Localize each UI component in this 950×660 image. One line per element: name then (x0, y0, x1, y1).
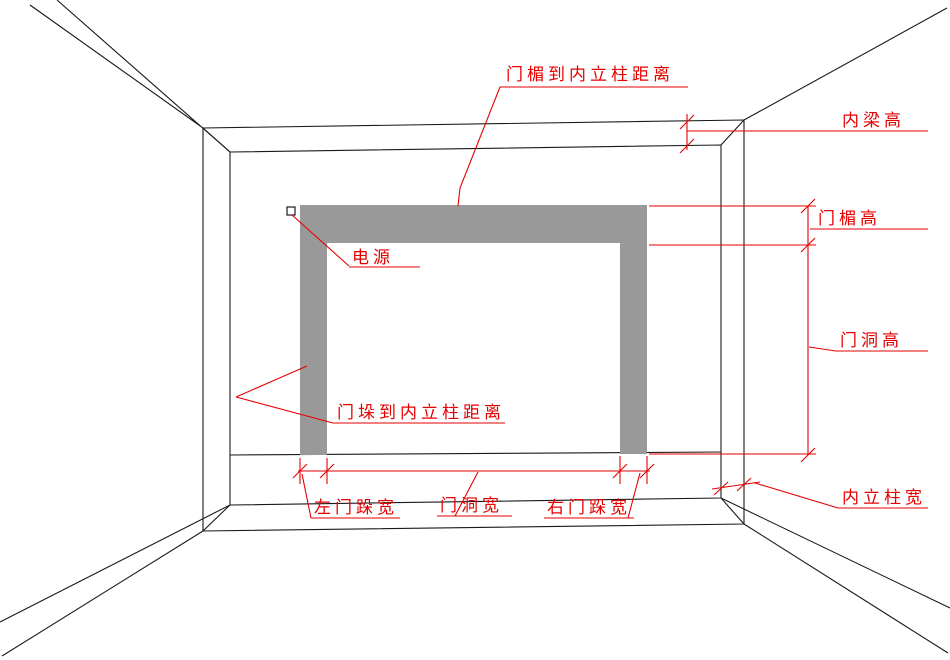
dimension-lines (235, 86, 928, 519)
door-frame (300, 205, 647, 455)
right-pier-width-leader (544, 472, 641, 519)
label-inner-beam-height: 内梁高 (842, 111, 905, 131)
bottom-width-dimension-chain (292, 456, 655, 484)
door-opening-height-dimension (649, 206, 928, 463)
label-lintel-to-inner-column-distance: 门楣到内立柱距离 (506, 65, 674, 85)
label-door-opening-height: 门洞高 (840, 331, 903, 351)
pier-to-column-leader-line (235, 365, 505, 424)
dimension-labels: 门楣到内立柱距离 内梁高 门楣高 门洞高 电源 门垛到内立柱距离 左门跺宽 门洞… (314, 65, 926, 518)
label-right-door-pier-width: 右门跺宽 (547, 498, 631, 518)
label-pier-to-inner-column-distance: 门垛到内立柱距离 (337, 403, 505, 423)
label-door-opening-width: 门洞宽 (440, 496, 503, 516)
lintel-to-column-leader-line (457, 86, 688, 207)
label-inner-column-width: 内立柱宽 (842, 488, 926, 508)
inner-column-width-dimension (711, 477, 928, 509)
lintel-height-dimension (649, 198, 928, 253)
label-power-source: 电源 (352, 248, 394, 268)
label-left-door-pier-width: 左门跺宽 (314, 498, 398, 518)
outer-wall-edge (202, 119, 745, 532)
corner-bevel-lines (202, 119, 745, 532)
inner-beam-height-dimension (679, 114, 928, 154)
left-pier-width-leader (301, 473, 400, 519)
power-outlet-square (286, 206, 296, 216)
power-leader-line (291, 214, 420, 268)
door-width-leader (437, 471, 512, 517)
label-lintel-height: 门楣高 (818, 209, 881, 229)
